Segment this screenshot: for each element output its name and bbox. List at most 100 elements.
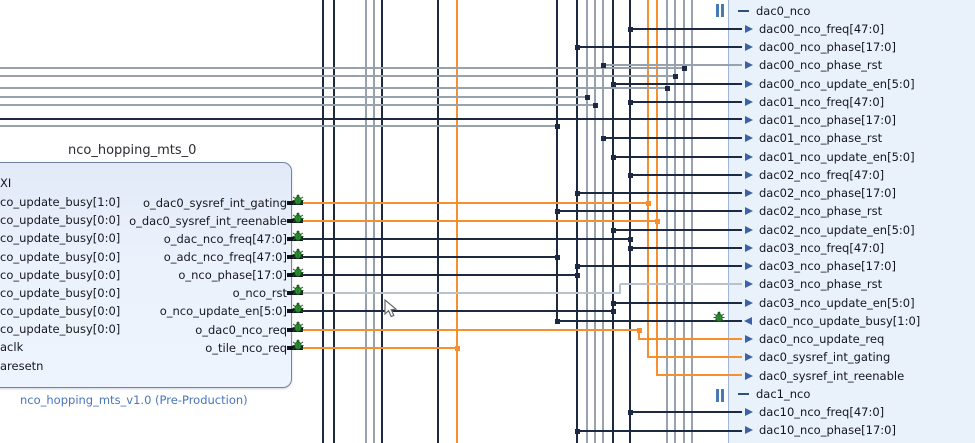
block-input-port-label[interactable]: co_update_busy[0:0] xyxy=(0,322,121,336)
interface-pin-label[interactable]: dac01_nco_update_en[5:0] xyxy=(759,150,915,164)
pin-direction-in-icon xyxy=(745,206,753,215)
group-collapse-icon[interactable] xyxy=(738,393,749,395)
interface-pin-label[interactable]: dac00_nco_update_en[5:0] xyxy=(759,77,915,91)
wire-horizontal[interactable] xyxy=(630,174,742,176)
wire-horizontal[interactable] xyxy=(577,265,742,267)
interface-group-label[interactable]: dac1_nco xyxy=(756,387,811,401)
interface-pin-label[interactable]: dac02_nco_freq[47:0] xyxy=(759,168,885,182)
wire-horizontal[interactable] xyxy=(577,430,742,432)
block-output-port-label[interactable]: o_adc_nco_freq[47:0] xyxy=(163,250,287,264)
interface-pin-label[interactable]: dac02_nco_update_en[5:0] xyxy=(759,223,915,237)
interface-pin-label[interactable]: dac01_nco_phase[17:0] xyxy=(759,113,896,127)
interface-pin-label[interactable]: dac00_nco_phase[17:0] xyxy=(759,40,896,54)
wire-horizontal[interactable] xyxy=(630,101,742,103)
wire-horizontal[interactable] xyxy=(0,117,742,121)
wire-horizontal[interactable] xyxy=(603,137,742,139)
wire-horizontal[interactable] xyxy=(657,374,742,376)
interface-pin-label[interactable]: dac03_nco_freq[47:0] xyxy=(759,241,885,255)
wire-horizontal[interactable] xyxy=(302,329,641,331)
wire-horizontal[interactable] xyxy=(613,302,742,304)
wire-vertical[interactable] xyxy=(674,0,676,443)
interface-pin-label[interactable]: dac0_sysref_int_reenable xyxy=(759,369,905,383)
block-output-port-label[interactable]: o_nco_rst xyxy=(232,286,287,300)
block-output-port-label[interactable]: o_dac_nco_freq[47:0] xyxy=(163,232,287,246)
wire-horizontal[interactable] xyxy=(577,192,742,194)
wire-vertical[interactable] xyxy=(638,330,640,340)
wire-horizontal[interactable] xyxy=(0,87,669,89)
wire-horizontal[interactable] xyxy=(302,202,650,204)
wire-horizontal[interactable] xyxy=(630,28,742,30)
wire-vertical[interactable] xyxy=(647,0,649,358)
block-input-port-label[interactable]: co_update_busy[0:0] xyxy=(0,286,121,300)
wire-junction xyxy=(664,85,670,91)
block-output-port-label[interactable]: o_dac0_nco_req xyxy=(195,323,287,337)
wire-horizontal[interactable] xyxy=(648,356,742,358)
wire-vertical[interactable] xyxy=(656,0,658,376)
wire-horizontal[interactable] xyxy=(557,320,742,322)
block-input-port-label[interactable]: co_update_busy[0:0] xyxy=(0,213,121,227)
block-output-port-label[interactable]: o_dac0_sysref_int_reenable xyxy=(129,214,287,228)
wire-horizontal[interactable] xyxy=(577,46,742,48)
block-output-port-label[interactable]: o_nco_phase[17:0] xyxy=(178,268,287,282)
interface-pin-label[interactable]: dac10_nco_freq[47:0] xyxy=(759,405,885,419)
wire-horizontal[interactable] xyxy=(0,125,559,127)
block-input-port-label[interactable]: co_update_busy[0:0] xyxy=(0,268,121,282)
interface-pin-label[interactable]: dac00_nco_phase_rst xyxy=(759,58,883,72)
wire-horizontal[interactable] xyxy=(0,96,589,98)
interface-pin-label[interactable]: dac00_nco_freq[47:0] xyxy=(759,22,885,36)
wire-horizontal[interactable] xyxy=(613,83,742,85)
interface-pin-label[interactable]: dac03_nco_phase_rst xyxy=(759,277,883,291)
wire-vertical[interactable] xyxy=(619,284,621,294)
block-input-port-label[interactable]: aresetn xyxy=(0,359,44,373)
block-output-port-label[interactable]: o_tile_nco_req xyxy=(205,341,287,355)
interface-pin-label[interactable]: dac0_nco_update_req xyxy=(759,332,885,346)
wire-horizontal[interactable] xyxy=(557,210,742,212)
interface-group-label[interactable]: dac0_nco xyxy=(756,4,811,18)
block-input-port-label[interactable]: co_update_busy[0:0] xyxy=(0,304,121,318)
interface-expand-marker-icon[interactable] xyxy=(716,4,725,17)
wire-horizontal[interactable] xyxy=(0,67,686,69)
block-input-port-label[interactable]: aclk xyxy=(0,340,24,354)
interface-pin-label[interactable]: dac03_nco_update_en[5:0] xyxy=(759,296,915,310)
wire-horizontal[interactable] xyxy=(603,64,742,66)
wire-horizontal[interactable] xyxy=(639,338,742,340)
wire-horizontal[interactable] xyxy=(302,292,621,294)
wire-horizontal[interactable] xyxy=(613,229,742,231)
wire-vertical[interactable] xyxy=(691,0,693,443)
wire-horizontal[interactable] xyxy=(0,104,597,106)
interface-pin-label[interactable]: dac03_nco_phase[17:0] xyxy=(759,259,896,273)
wire-vertical[interactable] xyxy=(556,0,558,321)
interface-pin-label[interactable]: dac10_nco_phase[17:0] xyxy=(759,423,896,437)
wire-horizontal[interactable] xyxy=(302,220,659,222)
interface-pin-label[interactable]: dac02_nco_phase[17:0] xyxy=(759,186,896,200)
block-input-port-label[interactable]: co_update_busy[1:0] xyxy=(0,195,121,209)
mark-debug-bug-icon xyxy=(292,299,304,313)
wire-horizontal[interactable] xyxy=(302,256,559,258)
wire-vertical[interactable] xyxy=(683,0,685,443)
interface-pin-label[interactable]: dac0_sysref_int_gating xyxy=(759,350,891,364)
group-collapse-icon[interactable] xyxy=(738,10,749,12)
wire-horizontal[interactable] xyxy=(302,238,632,240)
wire-horizontal[interactable] xyxy=(630,411,742,413)
interface-expand-marker-icon[interactable] xyxy=(716,389,725,402)
block-input-port-label[interactable]: co_update_busy[0:0] xyxy=(0,231,121,245)
wire-horizontal[interactable] xyxy=(613,156,742,158)
nco-hopping-mts-block[interactable] xyxy=(0,162,292,388)
interface-pin-label[interactable]: dac01_nco_phase_rst xyxy=(759,131,883,145)
block-input-port-label[interactable]: co_update_busy[0:0] xyxy=(0,250,121,264)
interface-pin-label[interactable]: dac0_nco_update_busy[1:0] xyxy=(759,314,921,328)
wire-horizontal[interactable] xyxy=(302,310,615,312)
wire-junction xyxy=(554,208,560,214)
block-output-port-label[interactable]: o_dac0_sysref_int_gating xyxy=(142,196,287,210)
interface-pin-label[interactable]: dac01_nco_freq[47:0] xyxy=(759,95,885,109)
wire-vertical[interactable] xyxy=(666,0,668,443)
wire-horizontal[interactable] xyxy=(302,274,579,276)
wire-horizontal[interactable] xyxy=(302,347,459,349)
wire-horizontal[interactable] xyxy=(630,247,742,249)
wire-horizontal[interactable] xyxy=(0,75,677,77)
block-input-port-label[interactable]: XI xyxy=(0,176,12,190)
wire-horizontal[interactable] xyxy=(620,283,742,285)
interface-pin-label[interactable]: dac02_nco_phase_rst xyxy=(759,204,883,218)
block-output-port-label[interactable]: o_nco_update_en[5:0] xyxy=(159,304,287,318)
